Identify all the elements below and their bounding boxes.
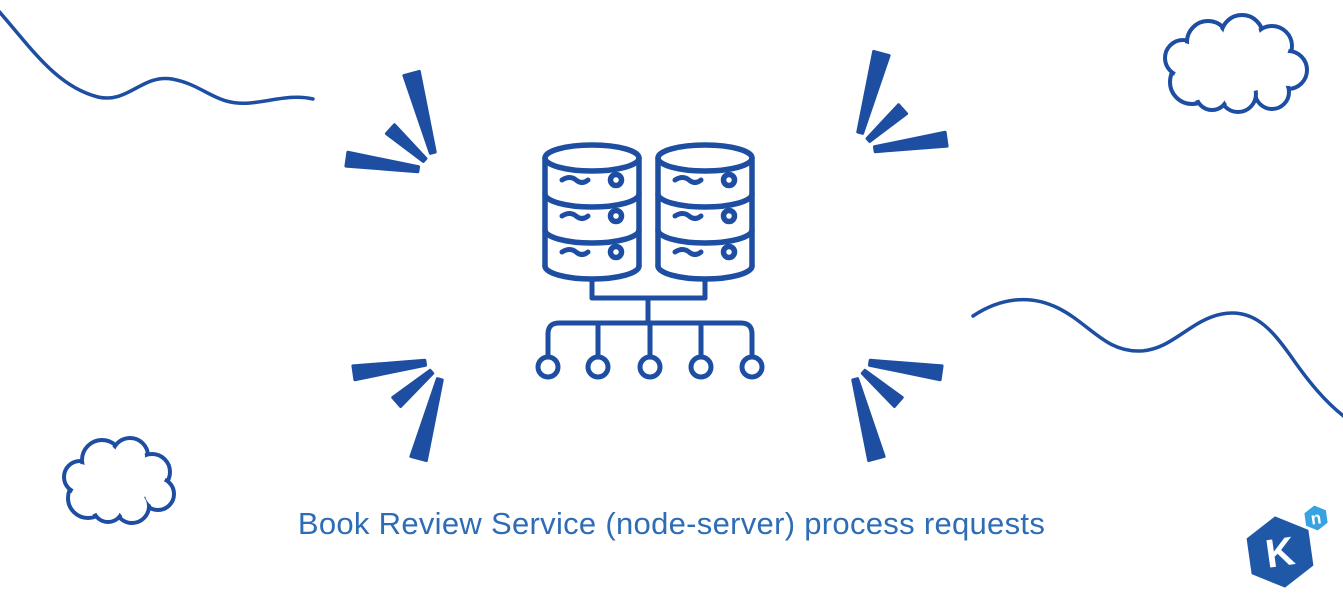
database-cylinder-left (542, 142, 642, 282)
squiggle-line-right-icon (971, 297, 1343, 418)
logo-hexagon-small (1301, 502, 1331, 534)
emphasis-marks-bottom-left-icon (351, 358, 444, 463)
database-cluster-fanout-icon (535, 142, 765, 380)
squiggle-line-top-left-icon (0, 9, 315, 105)
logo-letter-k: K (1263, 529, 1298, 577)
cloud-bottom-left-icon (62, 436, 176, 525)
emphasis-marks-bottom-right-icon (851, 358, 944, 463)
logo-letter-n: n (1310, 508, 1323, 528)
emphasis-marks-top-left-icon (344, 69, 437, 174)
database-cylinder-right (655, 142, 755, 282)
logo-hexagon-big (1246, 516, 1314, 588)
knative-logo: K n (1246, 502, 1331, 588)
caption-text: Book Review Service (node-server) proces… (297, 506, 1046, 541)
cloud-top-right-icon (1163, 13, 1309, 114)
emphasis-marks-top-right-icon (856, 49, 949, 154)
fanout-connector (535, 276, 765, 380)
